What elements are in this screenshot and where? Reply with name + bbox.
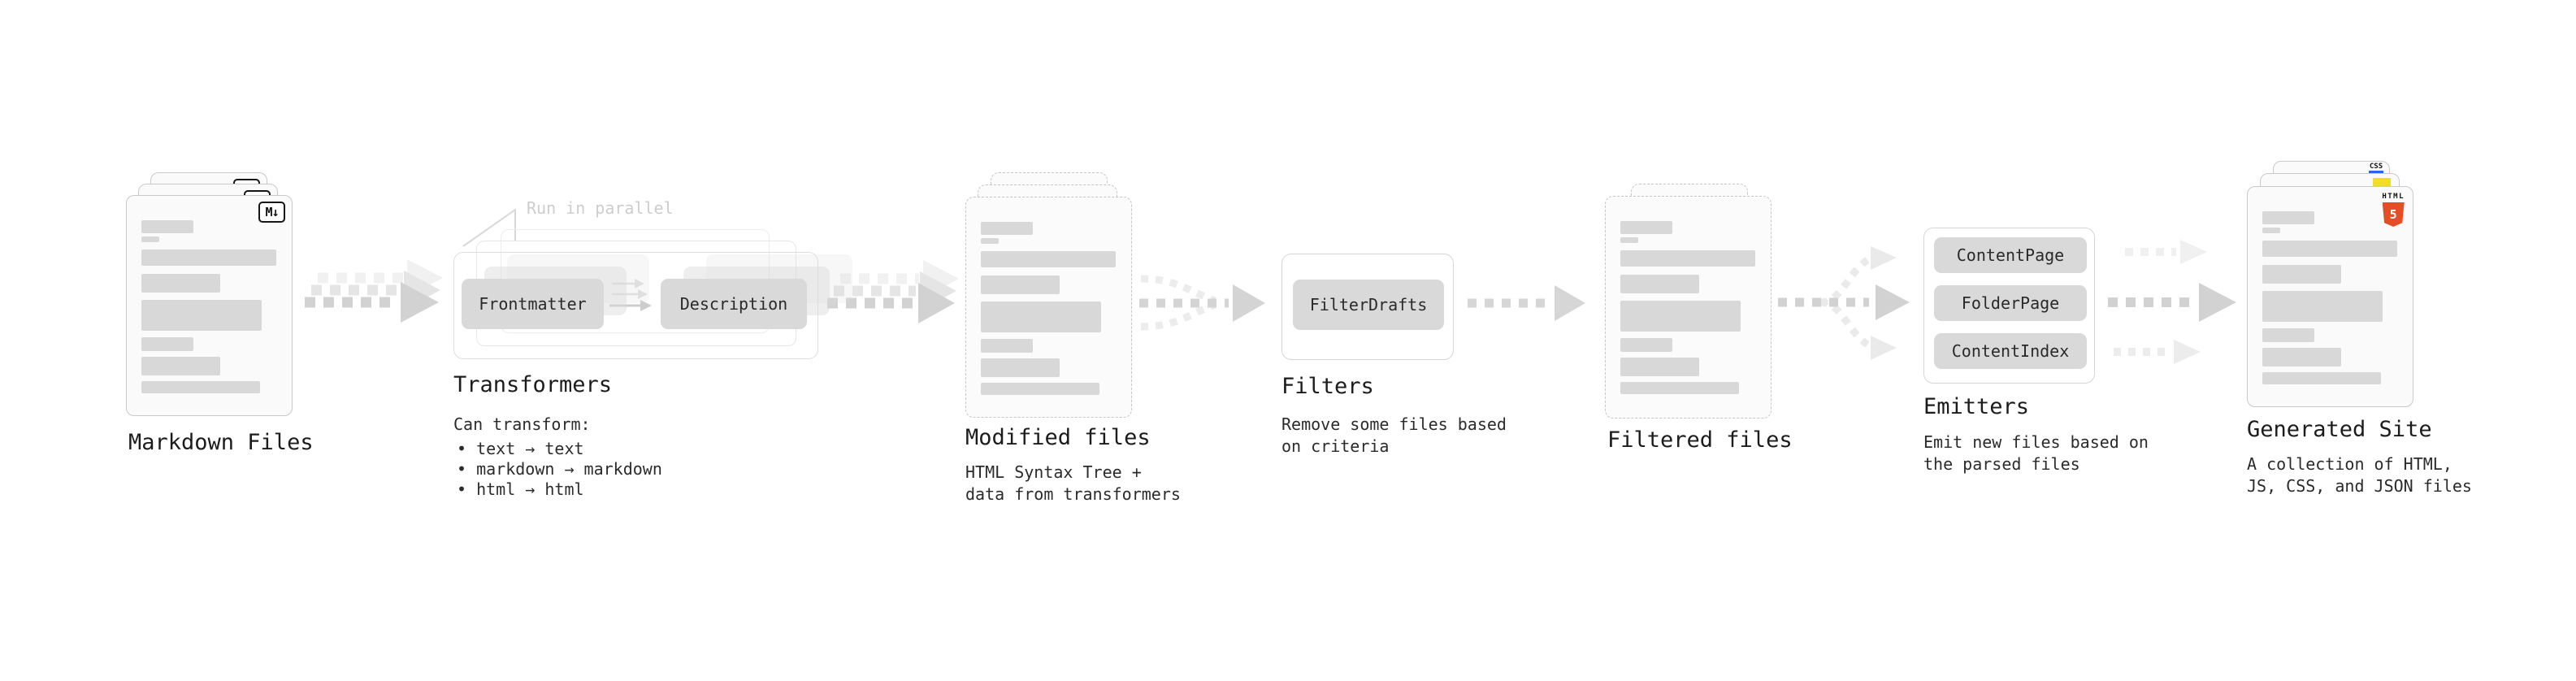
doc-text-bar	[141, 220, 193, 233]
markdown-icon: M↓	[258, 202, 285, 223]
css-badge-label: CSS	[2369, 163, 2383, 171]
doc-text-bar	[141, 337, 193, 351]
file-card	[1605, 196, 1772, 419]
doc-text-bar	[2262, 211, 2314, 224]
emitters-desc: Emit new files based on the parsed files	[1923, 432, 2149, 474]
transformers-bullet: • html → html	[457, 479, 584, 499]
arrow-filters-to-filtered	[1468, 285, 1585, 321]
doc-text-bar	[2262, 328, 2314, 342]
doc-text-bar	[1620, 250, 1755, 267]
doc-text-bar	[981, 275, 1060, 294]
doc-text-bar	[981, 301, 1101, 332]
doc-text-bar	[981, 222, 1033, 235]
transformer-step-frontmatter: Frontmatter	[462, 279, 604, 329]
transformers-bullet: • text → text	[457, 439, 584, 458]
parallel-annotation: Run in parallel	[527, 198, 674, 218]
html5-word: HTML	[2382, 193, 2405, 201]
css-icon: CSS	[2369, 163, 2383, 174]
doc-text-bar	[2262, 348, 2341, 367]
doc-text-bar	[2262, 265, 2341, 284]
filters-title: Filters	[1281, 374, 1374, 399]
doc-text-bar	[1620, 338, 1672, 352]
doc-text-bar	[981, 251, 1116, 267]
doc-text-bar	[141, 357, 220, 375]
doc-text-bar	[1620, 237, 1638, 243]
filters-desc: Remove some files based on criteria	[1281, 414, 1507, 456]
arrow-modified-to-filters	[1139, 275, 1265, 331]
emitter-chip-contentindex: ContentIndex	[1934, 333, 2087, 369]
transformers-box	[453, 252, 818, 359]
doc-text-bar	[141, 249, 276, 266]
doc-text-bar	[141, 236, 159, 242]
doc-text-bar	[1620, 382, 1739, 394]
doc-text-bar	[981, 383, 1099, 395]
doc-text-bar	[981, 339, 1033, 353]
emitters-title: Emitters	[1923, 394, 2030, 419]
filtered-files-title: Filtered files	[1607, 427, 1793, 453]
transformers-title: Transformers	[453, 372, 613, 397]
arrow-transformers-to-modified	[827, 260, 959, 323]
transformer-step-description: Description	[661, 279, 807, 329]
html5-icon: HTML 5	[2382, 193, 2405, 227]
js-icon	[2373, 178, 2391, 188]
doc-text-bar	[1620, 301, 1741, 332]
doc-text-bar	[1620, 221, 1672, 234]
file-card: HTML 5	[2247, 186, 2413, 407]
doc-text-bar	[141, 300, 262, 331]
file-card	[965, 197, 1132, 418]
css-badge-bar	[2369, 171, 2383, 174]
transformers-bullet: • markdown → markdown	[457, 459, 662, 479]
callout-line	[462, 208, 516, 247]
modified-files-title: Modified files	[965, 425, 1151, 450]
generated-site-desc: A collection of HTML, JS, CSS, and JSON …	[2247, 454, 2472, 496]
modified-files-desc: HTML Syntax Tree + data from transformer…	[965, 462, 1181, 504]
doc-text-bar	[141, 381, 260, 393]
doc-text-bar	[1620, 358, 1699, 376]
doc-text-bar	[981, 238, 999, 244]
transformers-desc-heading: Can transform:	[453, 414, 591, 434]
doc-text-bar	[2262, 228, 2280, 233]
arrow-filtered-to-emitters	[1778, 246, 1910, 360]
arrow-markdown-to-transformers	[305, 259, 443, 323]
emitters-box: ContentPage FolderPage ContentIndex	[1923, 228, 2095, 384]
parallel-step-arrows	[609, 279, 652, 311]
doc-text-bar	[2262, 372, 2381, 384]
doc-text-bar	[141, 274, 220, 293]
markdown-files-title: Markdown Files	[128, 430, 314, 455]
arrow-emitters-to-generated	[2108, 240, 2236, 364]
doc-text-bar	[2262, 291, 2383, 322]
doc-text-bar	[981, 358, 1060, 377]
file-card: M↓	[126, 195, 293, 416]
emitter-chip-folderpage: FolderPage	[1934, 285, 2087, 321]
generated-site-title: Generated Site	[2247, 417, 2432, 442]
doc-text-bar	[2262, 241, 2397, 257]
filters-box: FilterDrafts	[1281, 254, 1454, 360]
emitter-chip-contentpage: ContentPage	[1934, 237, 2087, 273]
doc-text-bar	[1620, 275, 1699, 293]
html5-shield: 5	[2382, 202, 2405, 227]
filter-drafts-chip: FilterDrafts	[1293, 280, 1444, 330]
